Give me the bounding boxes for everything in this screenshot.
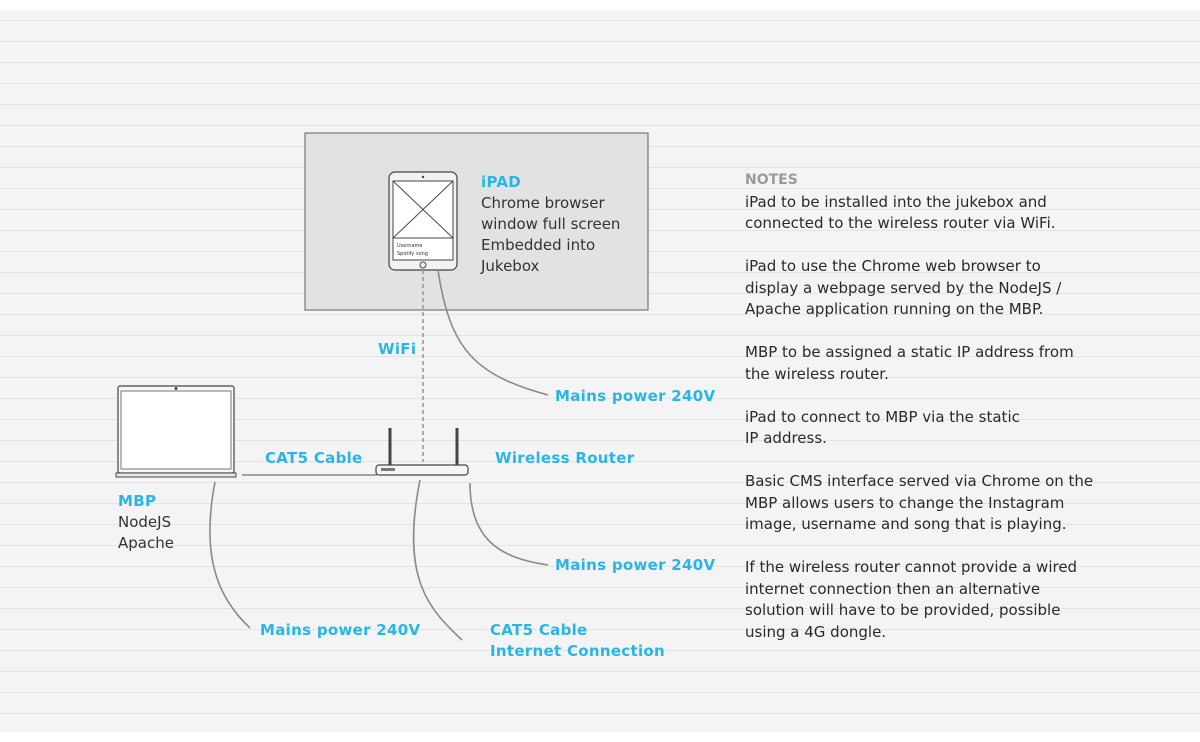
notes-title: NOTES	[745, 172, 798, 188]
router-label: Wireless Router	[495, 449, 635, 467]
note-item: iPad to connect to MBP via the static IP…	[745, 407, 1020, 448]
cat5-internet-label-2: Internet Connection	[490, 642, 665, 660]
mains-ipad-label: Mains power 240V	[555, 387, 716, 405]
note-item: MBP to be assigned a static IP address f…	[745, 343, 1074, 383]
ipad-screen-song: Spotify song	[397, 251, 428, 257]
cat5-label: CAT5 Cable	[265, 449, 363, 467]
internet-cable	[412, 479, 463, 641]
ipad-icon: Username Spotify song	[388, 171, 458, 271]
ipad-line-2: window full screen	[481, 215, 621, 233]
paper-bottom-edge	[0, 732, 1200, 742]
mbp-line-2: Apache	[118, 534, 174, 552]
cat5-internet-label-1: CAT5 Cable	[490, 621, 588, 639]
laptop-icon	[115, 385, 237, 478]
router-icon	[375, 428, 469, 476]
router-power-cable	[469, 482, 549, 566]
note-item: iPad to use the Chrome web browser to di…	[745, 257, 1062, 318]
note-item: Basic CMS interface served via Chrome on…	[745, 472, 1094, 533]
mbp-power-cable	[209, 481, 251, 629]
ipad-line-3: Embedded into	[481, 236, 596, 254]
notes-panel: NOTES iPad to be installed into the juke…	[745, 170, 1165, 665]
mains-mbp-label: Mains power 240V	[260, 621, 421, 639]
wifi-label: WiFi	[378, 340, 417, 358]
note-item: iPad to be installed into the jukebox an…	[745, 192, 1056, 233]
mains-router-label: Mains power 240V	[555, 556, 716, 574]
ipad-line-4: Jukebox	[481, 257, 540, 275]
ipad-title: iPAD	[481, 173, 522, 191]
ipad-line-1: Chrome browser	[481, 194, 605, 212]
paper-top-edge	[0, 0, 1200, 10]
note-item: If the wireless router cannot provide a …	[745, 558, 1078, 641]
ipad-power-cable	[437, 269, 549, 396]
mbp-line-1: NodeJS	[118, 513, 172, 531]
mbp-title: MBP	[118, 492, 157, 510]
jukebox-box	[304, 132, 649, 311]
ipad-screen-username: Username	[397, 243, 423, 249]
